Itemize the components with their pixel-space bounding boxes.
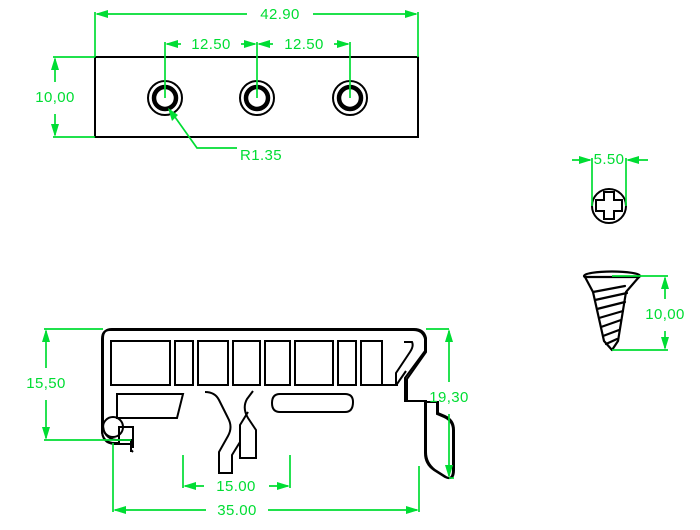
dimension-profile-height-right: 19,30	[426, 328, 469, 479]
screw-head-view-group	[591, 188, 627, 224]
dimension-profile-overall-width: 35.00	[112, 443, 420, 519]
dimension-label-plate-height: 10,00	[35, 89, 75, 106]
dimension-hole-radius: R1.35	[168, 108, 282, 164]
dimension-label-spacing-left: 12.50	[191, 36, 231, 53]
dimension-overall-length: 42.90	[94, 6, 419, 57]
dimension-label-profile-height-right: 19,30	[429, 389, 469, 406]
dimension-screw-head-diameter: 5.50	[572, 151, 648, 206]
side-view-group	[101, 329, 454, 480]
dimension-label-spacing-right: 12.50	[284, 36, 324, 53]
screw-side-view-group	[582, 270, 642, 352]
dimension-label-screw-head-diameter: 5.50	[594, 151, 625, 168]
screw-head-circle	[591, 188, 627, 224]
dimension-hole-spacing-left: 12.50	[164, 36, 258, 98]
dimension-profile-inner-width: 15.00	[182, 455, 291, 495]
dimension-profile-height-left: 15,50	[26, 328, 131, 441]
dimension-label-profile-overall-width: 35.00	[217, 502, 257, 519]
dimension-plate-height: 10,00	[35, 56, 95, 138]
dimension-screw-length: 10,00	[612, 275, 685, 351]
dimension-label-profile-height-left: 15,50	[26, 375, 66, 392]
dimension-label-hole-radius: R1.35	[240, 147, 282, 164]
dimension-label-profile-inner-width: 15.00	[216, 478, 256, 495]
dimension-label-overall-length: 42.90	[260, 6, 300, 23]
dimension-label-screw-length: 10,00	[645, 306, 685, 323]
dimension-hole-spacing-right: 12.50	[257, 36, 351, 98]
phillips-cross-recess	[595, 191, 623, 220]
